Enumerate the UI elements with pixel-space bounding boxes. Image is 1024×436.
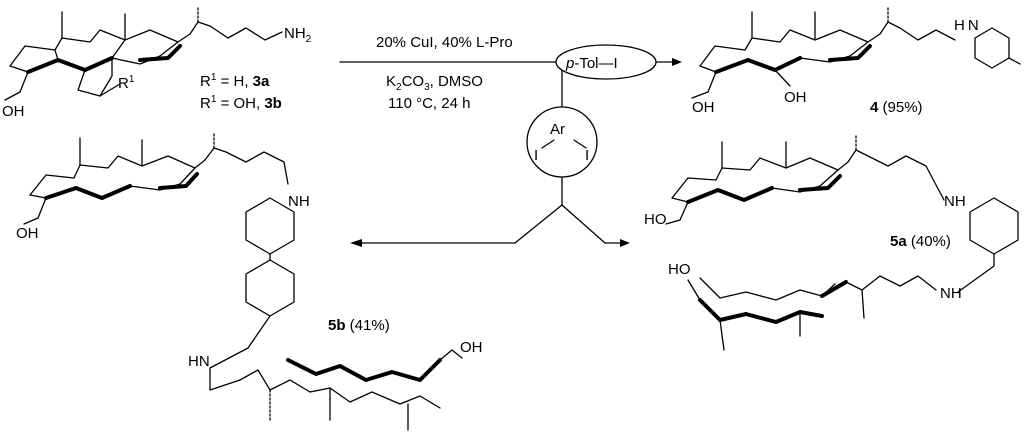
reagent-di-i-right: I: [585, 147, 589, 164]
reaction-arrows: [339, 58, 682, 247]
product-5a-oh-label-2: HO: [668, 261, 691, 278]
reagent-di-circle: [526, 106, 598, 178]
product-5b-oh-label-1: OH: [16, 225, 39, 242]
product-5b-nh-label-2: HN: [188, 353, 210, 370]
substrate-def-3a: R1 = H, 3a: [200, 72, 270, 90]
product-4-oh-label-1: OH: [692, 99, 715, 116]
reagent-di-ar: Ar: [550, 121, 565, 138]
condition-line-1: 20% CuI, 40% L-Pro: [376, 34, 513, 51]
substrate-oh-label: OH: [2, 103, 25, 120]
product-4-nh-label: H N: [954, 17, 979, 34]
product-5a-caption: 5a (40%): [890, 233, 951, 250]
product-5a-nh-label-2: NH: [940, 285, 962, 302]
product-5a-oh-label-1: HO: [644, 211, 667, 228]
product-4-structure: [691, 5, 1021, 99]
substrate-def-3b: R1 = OH, 3b: [200, 94, 282, 112]
reagent-di-bonds: [541, 139, 587, 149]
substrate-structure: [4, 5, 283, 101]
reagent-di-i-left: I: [534, 147, 538, 164]
product-5a-structure: [665, 133, 1019, 351]
product-4-oh-label-2: OH: [784, 89, 807, 106]
product-5a-nh-label-1: NH: [944, 193, 966, 210]
product-4-caption: 4 (95%): [870, 99, 923, 116]
product-5b-oh-label-2: OH: [460, 339, 483, 356]
reagent-mono-ellipse: [555, 44, 657, 80]
product-5b-structure: [23, 133, 463, 431]
product-5b-nh-label-1: NH: [288, 193, 310, 210]
product-5b-caption: 5b (41%): [328, 317, 390, 334]
substrate-r1-label: R1: [118, 74, 135, 92]
reagent-mono-label: p-Tol—I: [565, 55, 618, 72]
substrate-nh2-label: NH2: [284, 25, 312, 45]
condition-line-3: 110 °C, 24 h: [388, 95, 470, 112]
condition-line-2: K2CO3, DMSO: [386, 73, 483, 93]
